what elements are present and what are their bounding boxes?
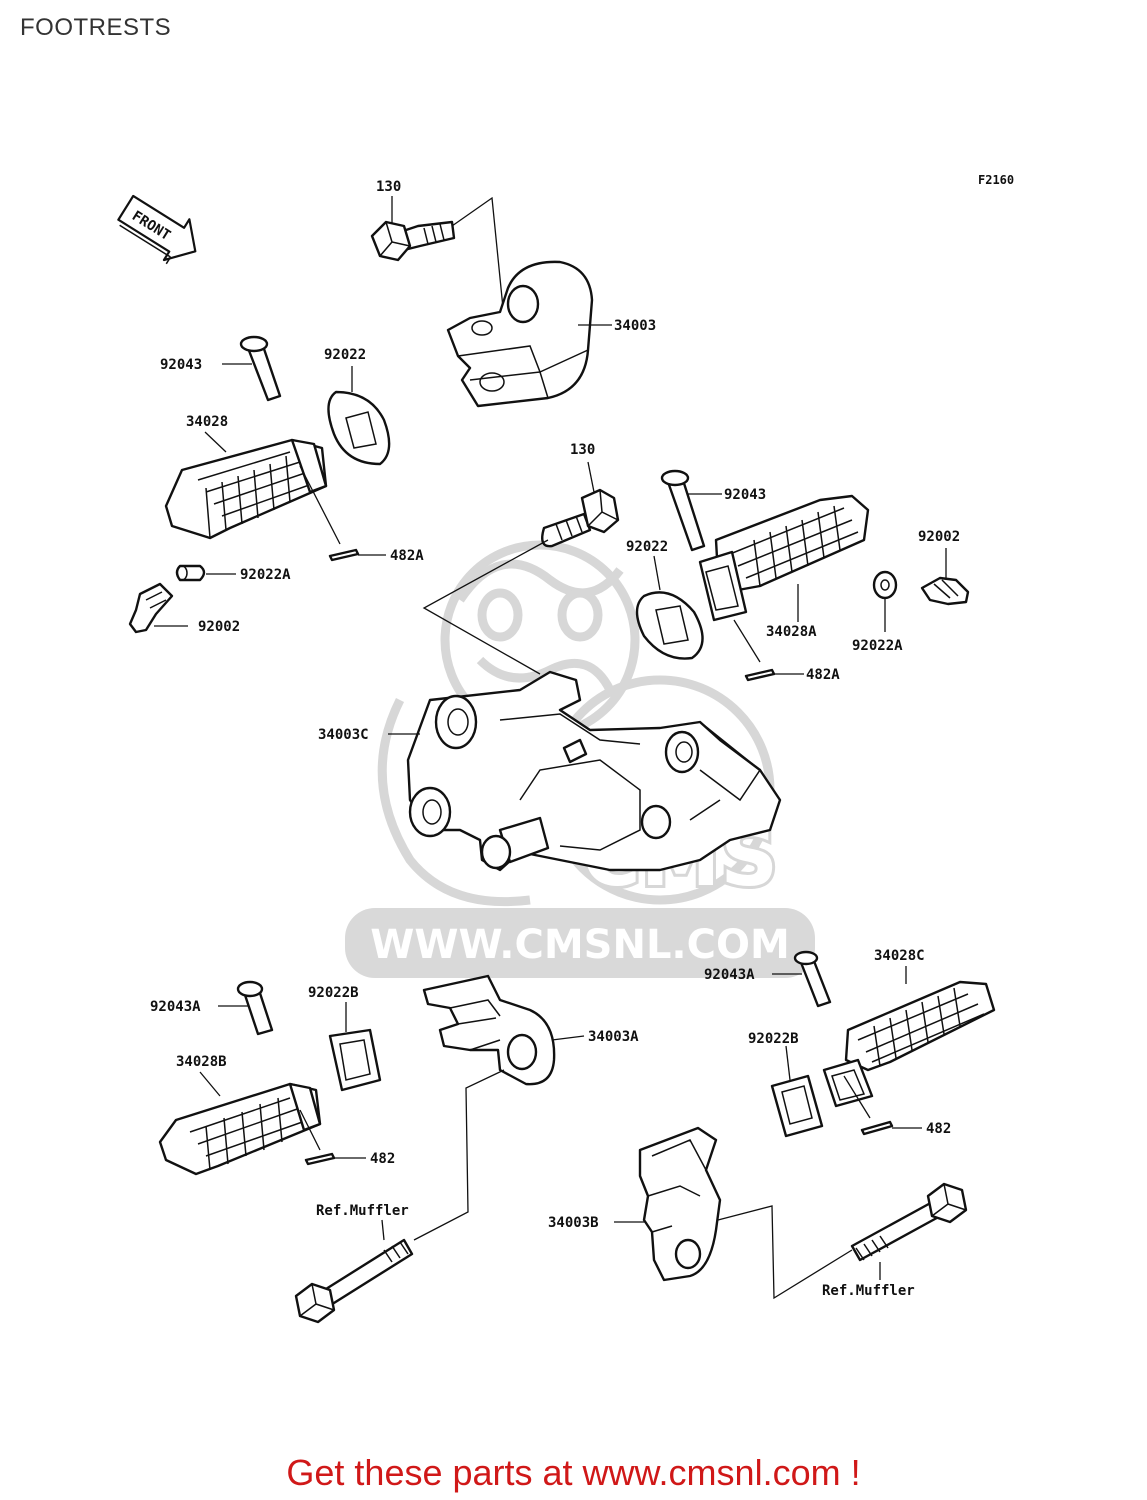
label-482a-right: 482A bbox=[806, 667, 840, 683]
pin-92043-left bbox=[239, 335, 282, 402]
watermark-band bbox=[345, 908, 815, 978]
label-482-left: 482 bbox=[370, 1151, 395, 1167]
label-34003a: 34003A bbox=[588, 1029, 639, 1045]
grommet-92022b-left bbox=[328, 1028, 382, 1092]
bolt-130-top bbox=[370, 220, 456, 262]
label-34028b: 34028B bbox=[176, 1054, 227, 1070]
label-34003: 34003 bbox=[614, 318, 656, 334]
bracket-34003a bbox=[422, 974, 556, 1086]
pin-92043a-right bbox=[793, 950, 832, 1008]
footpeg-34028b bbox=[158, 1082, 322, 1176]
label-92002-left: 92002 bbox=[198, 619, 240, 635]
label-34003c: 34003C bbox=[318, 727, 369, 743]
label-130-top: 130 bbox=[376, 179, 401, 195]
label-92043-left: 92043 bbox=[160, 357, 202, 373]
label-92022b-right: 92022B bbox=[748, 1031, 799, 1047]
label-34028a: 34028A bbox=[766, 624, 817, 640]
bolt-ref-muffler-right bbox=[850, 1182, 968, 1262]
label-92022a-right: 92022A bbox=[852, 638, 903, 654]
parts-diagram: WWW.CMSNL.COM CMS F2160 FRONT 130 34003 … bbox=[117, 173, 1014, 1324]
spacer-92022a-right bbox=[872, 570, 898, 600]
label-34003b: 34003B bbox=[548, 1215, 599, 1231]
figure-code: F2160 bbox=[978, 173, 1014, 187]
label-ref-muffler-left: Ref.Muffler bbox=[316, 1203, 409, 1219]
footpeg-34028c bbox=[822, 980, 996, 1108]
footpeg-34028 bbox=[164, 438, 328, 540]
bolt-ref-muffler-left bbox=[294, 1238, 414, 1324]
label-482-right: 482 bbox=[926, 1121, 951, 1137]
label-92002-right: 92002 bbox=[918, 529, 960, 545]
washer-92022-left bbox=[327, 390, 391, 466]
label-92022b-left: 92022B bbox=[308, 985, 359, 1001]
clip-482-left bbox=[304, 1152, 336, 1166]
footpeg-34028a bbox=[698, 494, 870, 622]
front-arrow-icon: FRONT bbox=[117, 194, 197, 265]
spacer-92022a-left bbox=[175, 564, 206, 582]
washer-92022-right bbox=[635, 591, 704, 660]
bracket-34003b bbox=[638, 1126, 722, 1282]
pin-92043a-left bbox=[236, 980, 274, 1036]
label-130-middle: 130 bbox=[570, 442, 595, 458]
clip-482a-right bbox=[744, 668, 776, 682]
bracket-34003 bbox=[446, 260, 594, 408]
label-92043-right: 92043 bbox=[724, 487, 766, 503]
page-title: FOOTRESTS bbox=[20, 14, 172, 41]
label-92022-left: 92022 bbox=[324, 347, 366, 363]
label-34028: 34028 bbox=[186, 414, 228, 430]
label-92043a-left: 92043A bbox=[150, 999, 201, 1015]
label-92022-right: 92022 bbox=[626, 539, 668, 555]
label-92043a-right: 92043A bbox=[704, 967, 755, 983]
clip-482-right bbox=[860, 1120, 894, 1136]
grommet-92022b-right bbox=[770, 1074, 824, 1138]
label-34028c: 34028C bbox=[874, 948, 925, 964]
pin-92043-right bbox=[660, 469, 706, 552]
footer-link-text[interactable]: Get these parts at www.cmsnl.com ! bbox=[286, 1452, 861, 1493]
label-ref-muffler-right: Ref.Muffler bbox=[822, 1283, 915, 1299]
watermark-url: WWW.CMSNL.COM bbox=[370, 922, 790, 968]
clip-482a-left bbox=[328, 548, 360, 562]
bumper-92002-left bbox=[128, 582, 174, 634]
bolt-130-middle bbox=[541, 488, 620, 548]
label-92022a-left: 92022A bbox=[240, 567, 291, 583]
main-bracket-34003c bbox=[406, 670, 782, 872]
bumper-92002-right bbox=[920, 576, 970, 606]
label-482a-left: 482A bbox=[390, 548, 424, 564]
